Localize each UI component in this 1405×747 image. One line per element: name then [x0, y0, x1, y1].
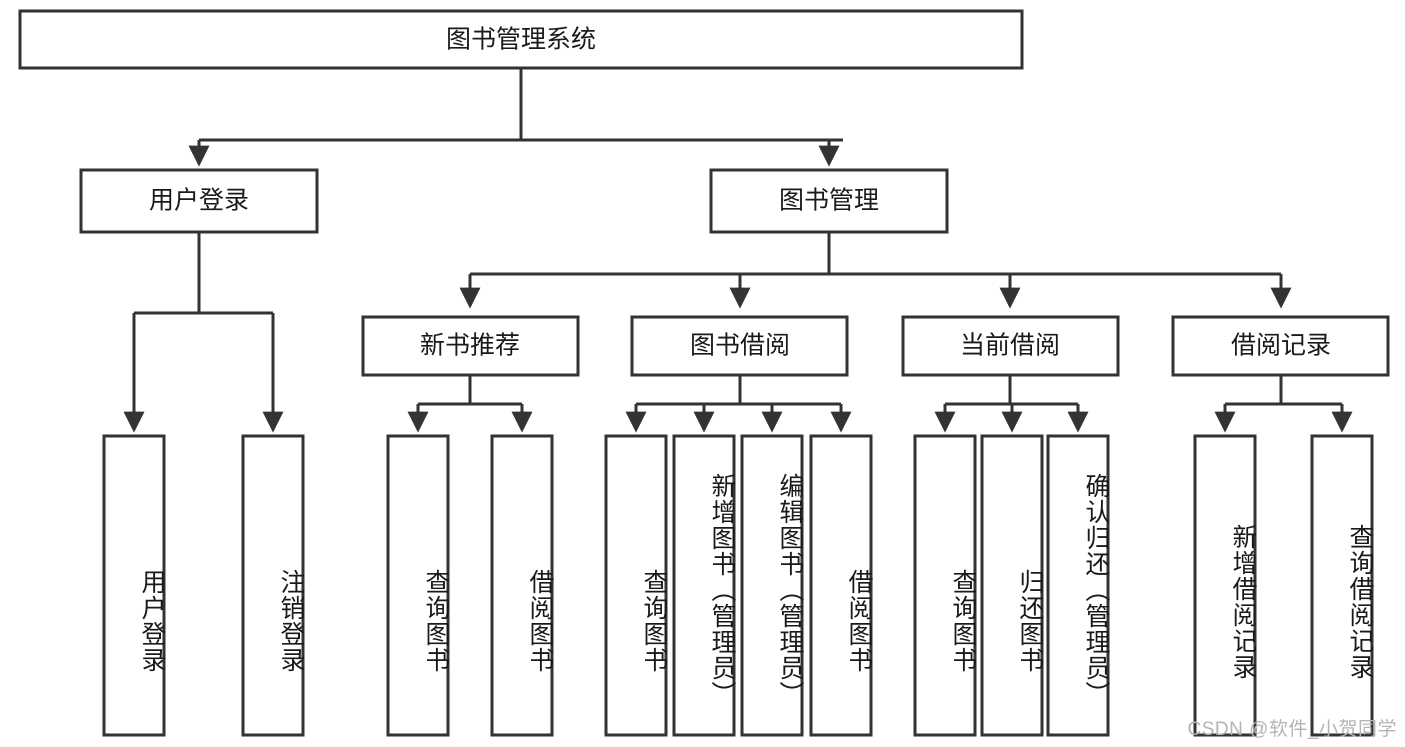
leaf-node-user-login-login[interactable] [102, 434, 166, 737]
node-root-label: 图书管理系统 [446, 26, 596, 54]
leaf-node-current-query-book[interactable] [913, 434, 977, 737]
watermark-text: CSDN @软件_小贺同学 [1187, 719, 1397, 740]
node-book-borrow-label: 图书借阅 [690, 332, 790, 360]
leaf-node-borrow-query-book[interactable] [604, 434, 668, 737]
connector-currentborrow-to-leaves [934, 375, 1089, 433]
leaf-node-current-return-book[interactable] [980, 434, 1044, 737]
connector-userlogin-to-leaves [123, 232, 284, 433]
leaf-node-recommend-query-book[interactable] [386, 434, 450, 737]
node-book-management[interactable]: 图书管理 [709, 168, 949, 234]
leaf-node-current-confirm-return[interactable] [1046, 434, 1110, 737]
leaf-node-borrow-add-book[interactable] [672, 434, 736, 737]
leaf-node-borrow-edit-book[interactable] [740, 434, 804, 737]
leaf-rects-user-login [102, 434, 305, 737]
connector-bookmgmt-to-level2 [459, 232, 1292, 309]
leaf-node-record-query[interactable] [1310, 434, 1374, 737]
node-current-borrow-label: 当前借阅 [960, 332, 1060, 360]
leaf-node-record-add[interactable] [1193, 434, 1257, 737]
node-new-book-recommend[interactable]: 新书推荐 [361, 315, 580, 377]
node-user-login-label: 用户登录 [149, 187, 249, 215]
leaf-rects-borrow-record [1193, 434, 1374, 737]
connector-borrowrecord-to-leaves [1214, 375, 1353, 433]
leaf-rects-new-book-recommend [386, 434, 554, 737]
node-book-management-label: 图书管理 [779, 187, 879, 215]
leaf-rects-current-borrow [913, 434, 1110, 737]
node-new-book-recommend-label: 新书推荐 [420, 332, 520, 360]
leaf-rects-book-borrow [604, 434, 873, 737]
node-book-borrow[interactable]: 图书借阅 [630, 315, 849, 377]
leaf-node-user-login-logout[interactable] [241, 434, 305, 737]
connector-recommend-to-leaves [407, 375, 533, 433]
node-root[interactable]: 图书管理系统 [18, 9, 1024, 70]
node-borrow-record-label: 借阅记录 [1231, 332, 1331, 360]
node-borrow-record[interactable]: 借阅记录 [1171, 315, 1390, 377]
node-current-borrow[interactable]: 当前借阅 [901, 315, 1120, 377]
leaf-node-recommend-borrow-book[interactable] [490, 434, 554, 737]
connector-root-to-level1 [188, 68, 843, 167]
leaf-node-borrow-borrow-book[interactable] [809, 434, 873, 737]
node-user-login[interactable]: 用户登录 [79, 168, 319, 234]
connector-borrow-to-leaves [625, 375, 852, 433]
